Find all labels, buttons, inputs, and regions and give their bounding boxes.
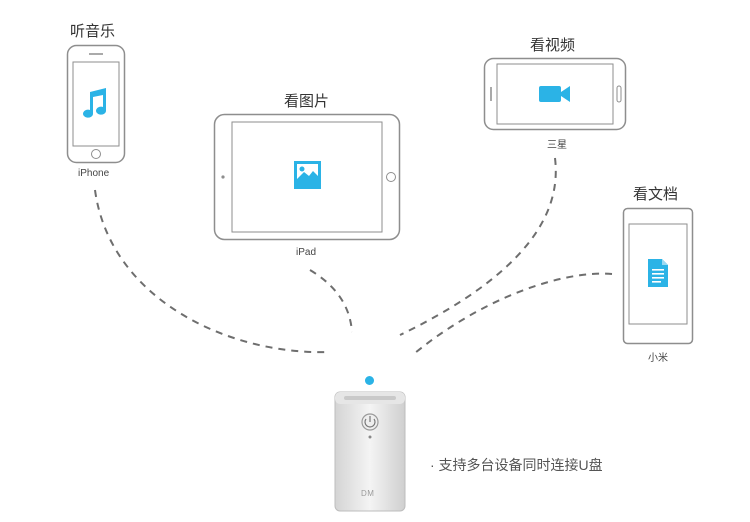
music-note-icon (83, 88, 106, 118)
connection-line-samsung (399, 157, 557, 336)
samsung-title: 看视频 (530, 37, 576, 54)
signal-indicator-dot (365, 376, 374, 385)
connection-line-xiaomi (414, 272, 613, 354)
ipad-title: 看图片 (284, 93, 330, 110)
usb-drive: DM (334, 391, 406, 512)
document-icon (648, 259, 668, 287)
xiaomi-title: 看文档 (633, 186, 679, 203)
connection-line-iphone (94, 189, 329, 354)
feature-caption: · 支持多台设备同时连接U盘 (430, 457, 603, 473)
power-button-icon (361, 413, 379, 431)
usb-drive-body (334, 391, 406, 512)
connection-line-ipad (309, 269, 353, 333)
samsung-caption: 三星 (547, 140, 567, 151)
xiaomi-device (622, 207, 694, 345)
iphone-caption: iPhone (78, 168, 110, 179)
xiaomi-caption: 小米 (648, 353, 668, 364)
ipad-device (213, 113, 401, 241)
iphone-device (66, 44, 126, 164)
iphone-title: 听音乐 (70, 23, 116, 40)
image-icon (294, 161, 321, 189)
usb-drive-brand: DM (361, 489, 375, 498)
video-camera-icon (539, 86, 570, 102)
samsung-device (483, 57, 627, 131)
ipad-caption: iPad (296, 247, 317, 258)
